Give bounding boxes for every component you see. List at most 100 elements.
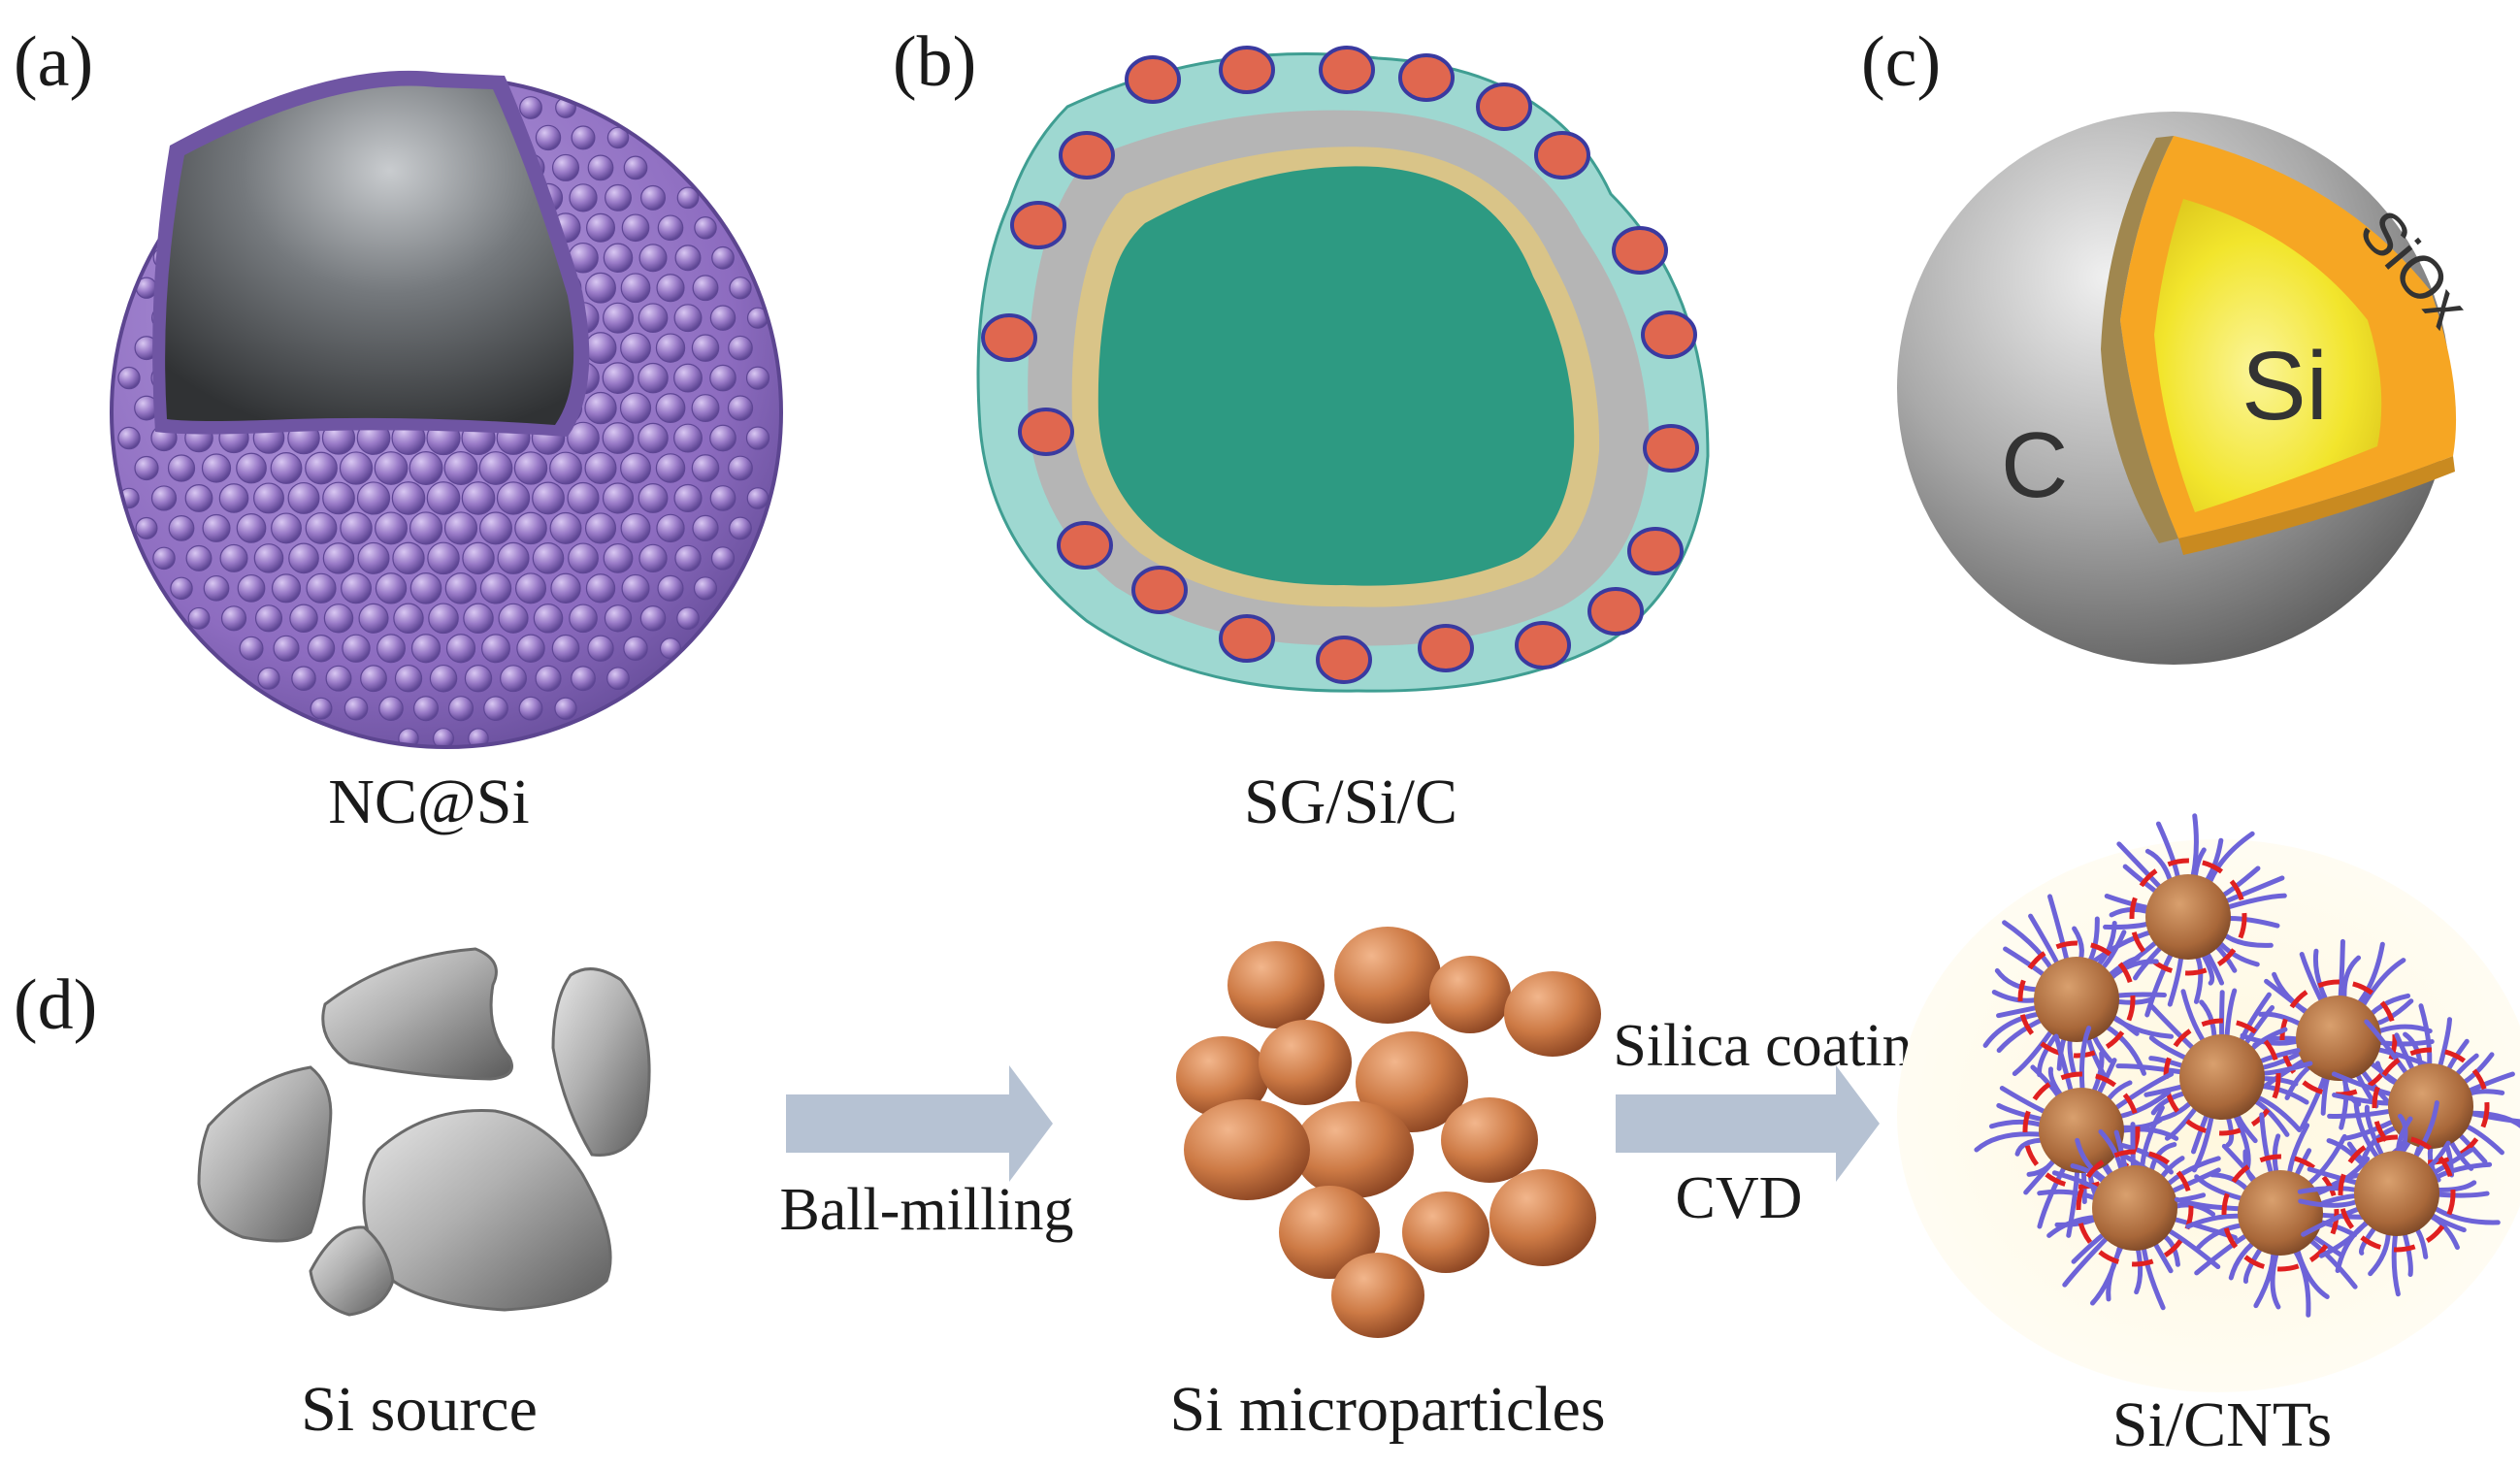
si-core-particle (2296, 996, 2381, 1081)
si-nanoparticle (1018, 408, 1074, 456)
si-core-particle (2092, 1165, 2177, 1251)
carbon-bead (620, 273, 651, 304)
si-microparticle (1441, 1097, 1538, 1183)
carbon-bead (551, 634, 580, 663)
carbon-bead (639, 605, 667, 632)
panel-a-caption: NC@Si (328, 767, 530, 837)
si-microparticle (1279, 1186, 1380, 1279)
carbon-bead (203, 574, 230, 602)
si-core-particle (2039, 1088, 2124, 1173)
cnt-wrapped-particle (2115, 988, 2313, 1173)
carbon-bead (462, 541, 495, 575)
si-nanoparticle (1319, 46, 1375, 94)
si-microparticle (1402, 1192, 1489, 1273)
carbon-bead (657, 214, 684, 242)
si-nanoparticle (1131, 566, 1188, 614)
carbon-bead (273, 635, 300, 662)
si-cnts-caption: Si/CNTs (2112, 1389, 2332, 1460)
carbon-bead (623, 155, 648, 180)
si-source-rocks (197, 947, 651, 1317)
si-nanoparticle (1057, 521, 1113, 570)
carbon-bead (322, 481, 355, 515)
carbon-bead (271, 573, 302, 604)
carbon-bead (461, 481, 496, 515)
si-nanoparticle (1059, 131, 1115, 180)
si-nanoparticle (1515, 621, 1571, 669)
carbon-bead (360, 665, 387, 693)
carbon-bead (551, 153, 580, 181)
si-label: Si (2242, 332, 2328, 441)
ball-milling-label: Ball-milling (779, 1177, 1073, 1243)
carbon-bead (409, 572, 442, 604)
carbon-bead (691, 334, 720, 362)
carbon-bead (135, 516, 158, 539)
panel-a: (a) NC@Si (14, 22, 783, 837)
carbon-bead (619, 392, 652, 424)
carbon-bead (464, 665, 493, 693)
si-microparticle (1334, 927, 1441, 1024)
cnt-wrapped-particle (2297, 1100, 2501, 1297)
carbon-bead (513, 451, 548, 485)
carbon-bead (443, 511, 478, 545)
carbon-bead (602, 362, 635, 394)
carbon-bead (498, 603, 529, 634)
carbon-bead (729, 277, 752, 300)
carbon-bead (638, 362, 669, 394)
carbon-bead (443, 451, 478, 485)
graphite-core (1097, 166, 1575, 586)
carbon-bead (709, 485, 736, 511)
carbon-bead (621, 213, 650, 243)
carbon-bead (463, 603, 494, 635)
carbon-bead (746, 487, 769, 509)
carbon-bead (584, 451, 617, 484)
carbon-bead (728, 455, 753, 481)
panel-a-letter: (a) (14, 22, 93, 102)
carbon-bead (218, 483, 249, 513)
cnt-particles (1974, 813, 2520, 1318)
carbon-bead (168, 515, 195, 541)
carbon-bead (656, 513, 685, 543)
silica-shell-outline (2076, 1149, 2194, 1267)
carbon-bead (306, 572, 337, 604)
si-core-particle (2179, 1034, 2265, 1120)
si-microparticle (1176, 1036, 1269, 1118)
panel-d: (d) Si source Ball-milling Si microparti… (14, 813, 2520, 1460)
carbon-bead (571, 125, 596, 150)
carbon-bead (378, 696, 404, 721)
carbon-bead (514, 572, 547, 604)
carbon-bead (375, 572, 408, 604)
carbon-bead (428, 603, 459, 635)
carbon-bead (219, 543, 248, 572)
si-microparticle (1504, 971, 1601, 1057)
carbon-bead (305, 511, 338, 544)
panel-c: (c) Si SiOx C (1861, 22, 2481, 665)
si-microparticle (1184, 1099, 1310, 1200)
carbon-bead (287, 481, 320, 514)
si-nanoparticle (1010, 201, 1066, 249)
carbon-bead (549, 451, 582, 485)
carbon-bead (711, 245, 735, 270)
si-nanoparticle (981, 313, 1037, 362)
carbon-bead (554, 697, 577, 720)
carbon-bead (391, 481, 426, 515)
carbon-bead (518, 696, 543, 721)
carbon-bead (710, 546, 736, 571)
panel-b: (b) SG/Si/C (893, 22, 1710, 837)
carbon-bead (412, 696, 440, 722)
si-core-particle (2034, 957, 2119, 1042)
silica-shell-outline (2221, 1154, 2340, 1272)
carbon-bead (638, 543, 668, 573)
carbon-bead (602, 482, 635, 514)
carbon-bead (745, 366, 770, 390)
carbon-bead (692, 514, 719, 542)
carbon-bead (500, 665, 527, 693)
carbon-bead (289, 604, 318, 634)
carbon-bead (587, 154, 614, 181)
cvd-label: CVD (1676, 1165, 1803, 1231)
si-nanoparticle (1219, 46, 1275, 94)
carbon-bead (655, 453, 686, 483)
carbon-bead (325, 665, 352, 692)
carbon-bead (184, 484, 213, 512)
carbon-bead (549, 511, 582, 544)
